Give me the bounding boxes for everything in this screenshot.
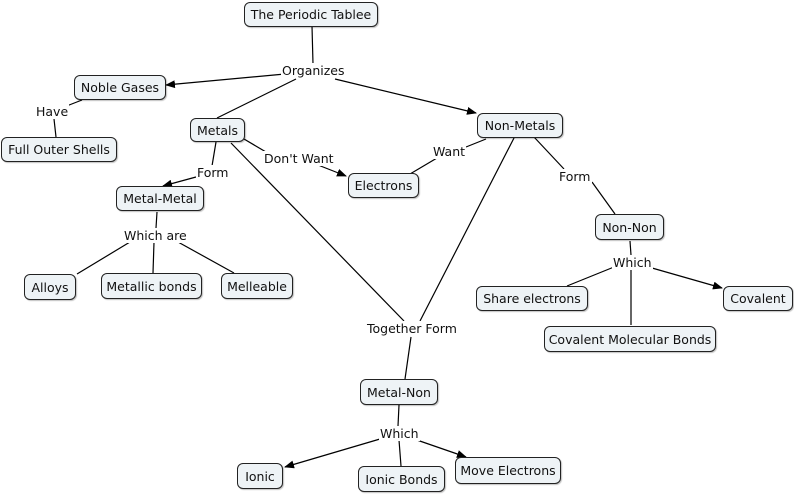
node-metals[interactable]: Metals (190, 118, 245, 142)
node-melleable[interactable]: Melleable (221, 273, 293, 299)
node-metal-metal[interactable]: Metal-Metal (116, 186, 204, 211)
node-alloys[interactable]: Alloys (24, 274, 76, 300)
link-line (465, 138, 487, 148)
link-line (162, 176, 197, 188)
node-metallic-bonds[interactable]: Metallic bonds (101, 273, 202, 299)
link-line (311, 25, 314, 65)
link-line (317, 164, 347, 177)
node-ionic[interactable]: Ionic (237, 463, 283, 489)
link-line (566, 266, 615, 287)
link-label-together-form: Together Form (366, 321, 458, 336)
node-move-electrons[interactable]: Move Electrons (455, 457, 561, 484)
link-line (155, 211, 158, 229)
node-share-electrons[interactable]: Share electrons (476, 286, 588, 311)
link-line (216, 78, 297, 119)
link-line (398, 439, 402, 467)
link-label-which-non-non: Which (612, 255, 653, 270)
link-line (76, 241, 131, 275)
link-line (413, 438, 467, 458)
link-line (211, 141, 217, 167)
node-noble-gases[interactable]: Noble Gases (74, 75, 166, 100)
link-label-form-non-metals: Form (558, 169, 592, 184)
link-label-which-are: Which are (123, 228, 188, 243)
node-full-outer-shells[interactable]: Full Outer Shells (1, 137, 117, 162)
link-line (419, 137, 515, 322)
link-label-which-metal-non: Which (379, 426, 420, 441)
link-label-want: Want (432, 144, 467, 159)
node-ionic-bonds[interactable]: Ionic Bonds (358, 466, 445, 492)
link-line (177, 241, 235, 274)
node-periodic-table[interactable]: The Periodic Tablee (244, 2, 378, 27)
node-non-metals[interactable]: Non-Metals (477, 113, 563, 138)
link-label-form-metals: Form (196, 165, 230, 180)
link-line (629, 240, 632, 256)
node-covalent[interactable]: Covalent (723, 286, 793, 311)
link-line (230, 142, 405, 322)
link-label-organizes: Organizes (281, 63, 346, 78)
link-line (165, 73, 286, 89)
link-line (397, 404, 400, 427)
node-metal-non[interactable]: Metal-Non (360, 379, 438, 405)
link-line (404, 336, 412, 380)
link-label-have: Have (35, 104, 70, 119)
node-electrons[interactable]: Electrons (348, 173, 419, 198)
link-label-dont-want: Don't Want (263, 151, 335, 166)
link-line (533, 136, 565, 170)
link-line (591, 181, 616, 215)
link-line (409, 157, 438, 175)
link-line (334, 78, 477, 115)
link-line (152, 241, 155, 274)
link-line (651, 267, 723, 290)
node-non-non[interactable]: Non-Non (595, 214, 664, 240)
link-line (284, 438, 381, 469)
link-line (243, 138, 267, 153)
node-covalent-molecular-bonds[interactable]: Covalent Molecular Bonds (544, 326, 716, 352)
link-line (53, 118, 57, 138)
